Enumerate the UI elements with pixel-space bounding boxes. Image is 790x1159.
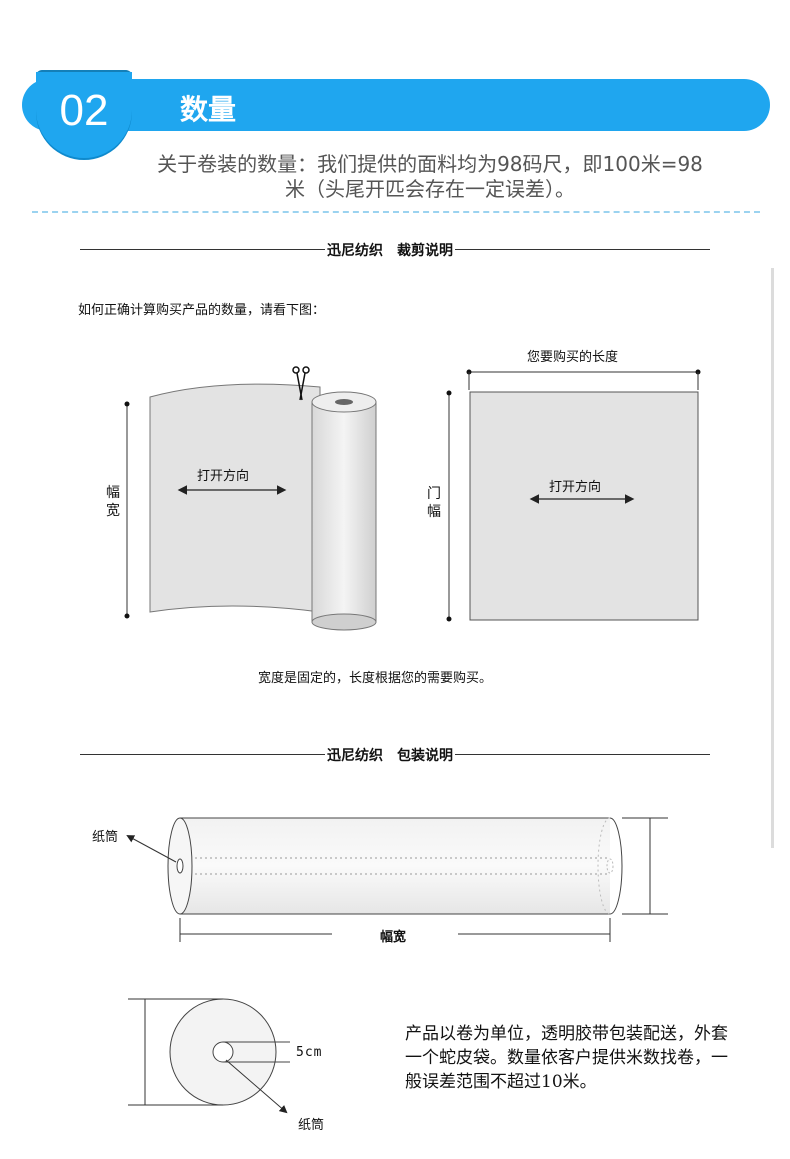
- cutting-caption: 宽度是固定的，长度根据您的需要购买。: [258, 671, 493, 686]
- end-height-dimension-line: [128, 998, 223, 1106]
- length-dimension-line: [466, 369, 701, 390]
- dashed-divider: [32, 211, 760, 213]
- section-number-badge: [36, 72, 132, 158]
- scissors-icon: [292, 366, 310, 401]
- paper-tube-label-top: 纸筒: [92, 830, 119, 845]
- fabric-roll: [311, 391, 377, 631]
- cutting-instruction: 如何正确计算购买产品的数量，请看下图：: [78, 303, 326, 318]
- paper-tube-pointer-top: [126, 835, 177, 863]
- packaging-note: 产品以卷为单位，透明胶带包装配送，外套一个蛇皮袋。数量依客户提供米数找卷，一般误…: [405, 1024, 728, 1092]
- right-edge-rule: [771, 268, 774, 848]
- door-width-dimension-line: [446, 390, 452, 622]
- paper-tube-pointer-bottom: [225, 1059, 288, 1114]
- section-banner: [22, 79, 770, 131]
- cutting-section-title: 迅尼纺织 裁剪说明: [325, 240, 455, 260]
- unrolled-fabric-sheet: [149, 383, 321, 613]
- purchase-length-label: 您要购买的长度: [527, 350, 619, 365]
- door-width-label: 门幅: [427, 486, 441, 520]
- height-dimension-line: [622, 817, 668, 915]
- tube-width-label: 幅宽: [380, 930, 407, 945]
- section-number: 02: [59, 86, 109, 135]
- intro-text: 关于卷装的数量：我们提供的面料均为98码尺，即100米=98 米（头尾开匹会存在…: [120, 152, 740, 202]
- diameter-label: 5cm: [296, 1045, 323, 1060]
- intro-line-1: 关于卷装的数量：我们提供的面料均为98码尺，即100米=98: [157, 152, 703, 176]
- tube-width-dimension-line: [179, 918, 611, 942]
- packaged-roll-side-view: [167, 817, 623, 915]
- width-label-left: 幅宽: [106, 485, 120, 519]
- roll-end-view: [169, 998, 290, 1106]
- width-dimension-line: [124, 401, 130, 619]
- intro-line-2: 米（头尾开匹会存在一定误差）。: [285, 177, 575, 201]
- section-title: 数量: [180, 93, 237, 126]
- open-direction-label-left: 打开方向: [197, 469, 250, 484]
- paper-tube-label-bottom: 纸筒: [298, 1118, 325, 1133]
- packaging-section-title: 迅尼纺织 包装说明: [325, 745, 455, 765]
- fabric-piece: [469, 391, 699, 621]
- open-direction-label-right: 打开方向: [549, 480, 602, 495]
